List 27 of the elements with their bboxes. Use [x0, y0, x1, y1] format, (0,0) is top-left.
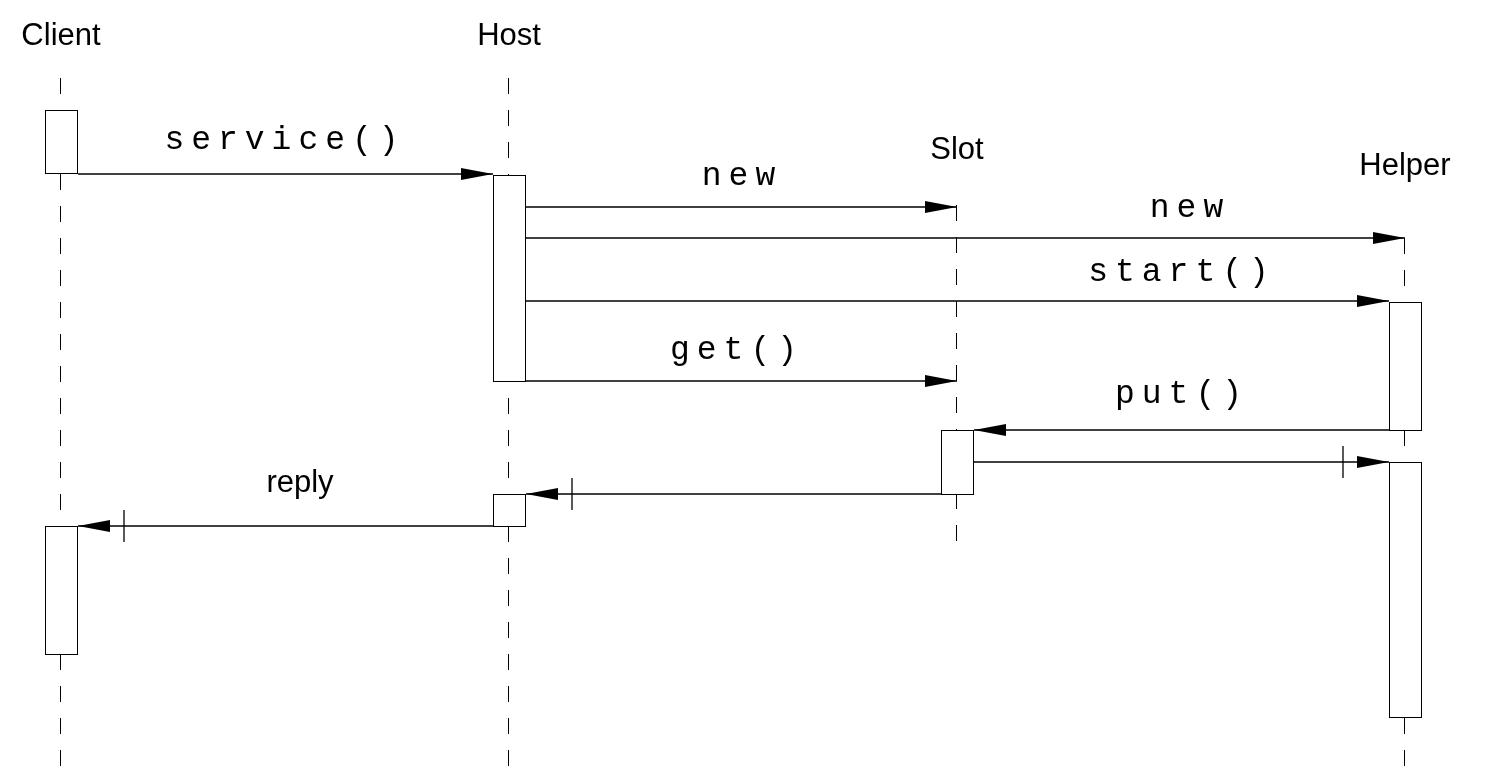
message-arrow — [77, 168, 494, 180]
message-arrow — [525, 295, 1390, 307]
message-label: service() — [164, 124, 406, 157]
message-arrow — [525, 201, 958, 213]
message-label: reply — [266, 466, 334, 497]
message-arrow — [973, 424, 1390, 436]
message-arrow — [525, 232, 1406, 244]
message-label: new — [701, 160, 783, 193]
participant-label: Helper — [1358, 148, 1452, 183]
participant-label: Slot — [929, 132, 985, 167]
message-label: start() — [1088, 256, 1276, 289]
participant-label: Host — [476, 18, 542, 53]
activation-bar — [493, 494, 526, 527]
message-arrow — [525, 375, 958, 387]
activation-bar — [45, 526, 78, 655]
participant-label: Client — [20, 18, 102, 53]
activation-bar — [1389, 302, 1422, 431]
activation-bar — [941, 430, 974, 495]
message-label: get() — [670, 334, 804, 367]
activation-bar — [493, 175, 526, 382]
message-arrow — [973, 445, 1390, 479]
message-label: put() — [1115, 378, 1249, 411]
activation-bar — [1389, 462, 1422, 718]
message-arrow — [77, 509, 494, 543]
message-label: new — [1149, 192, 1231, 225]
activation-bar — [45, 110, 78, 174]
message-arrow — [525, 477, 942, 511]
